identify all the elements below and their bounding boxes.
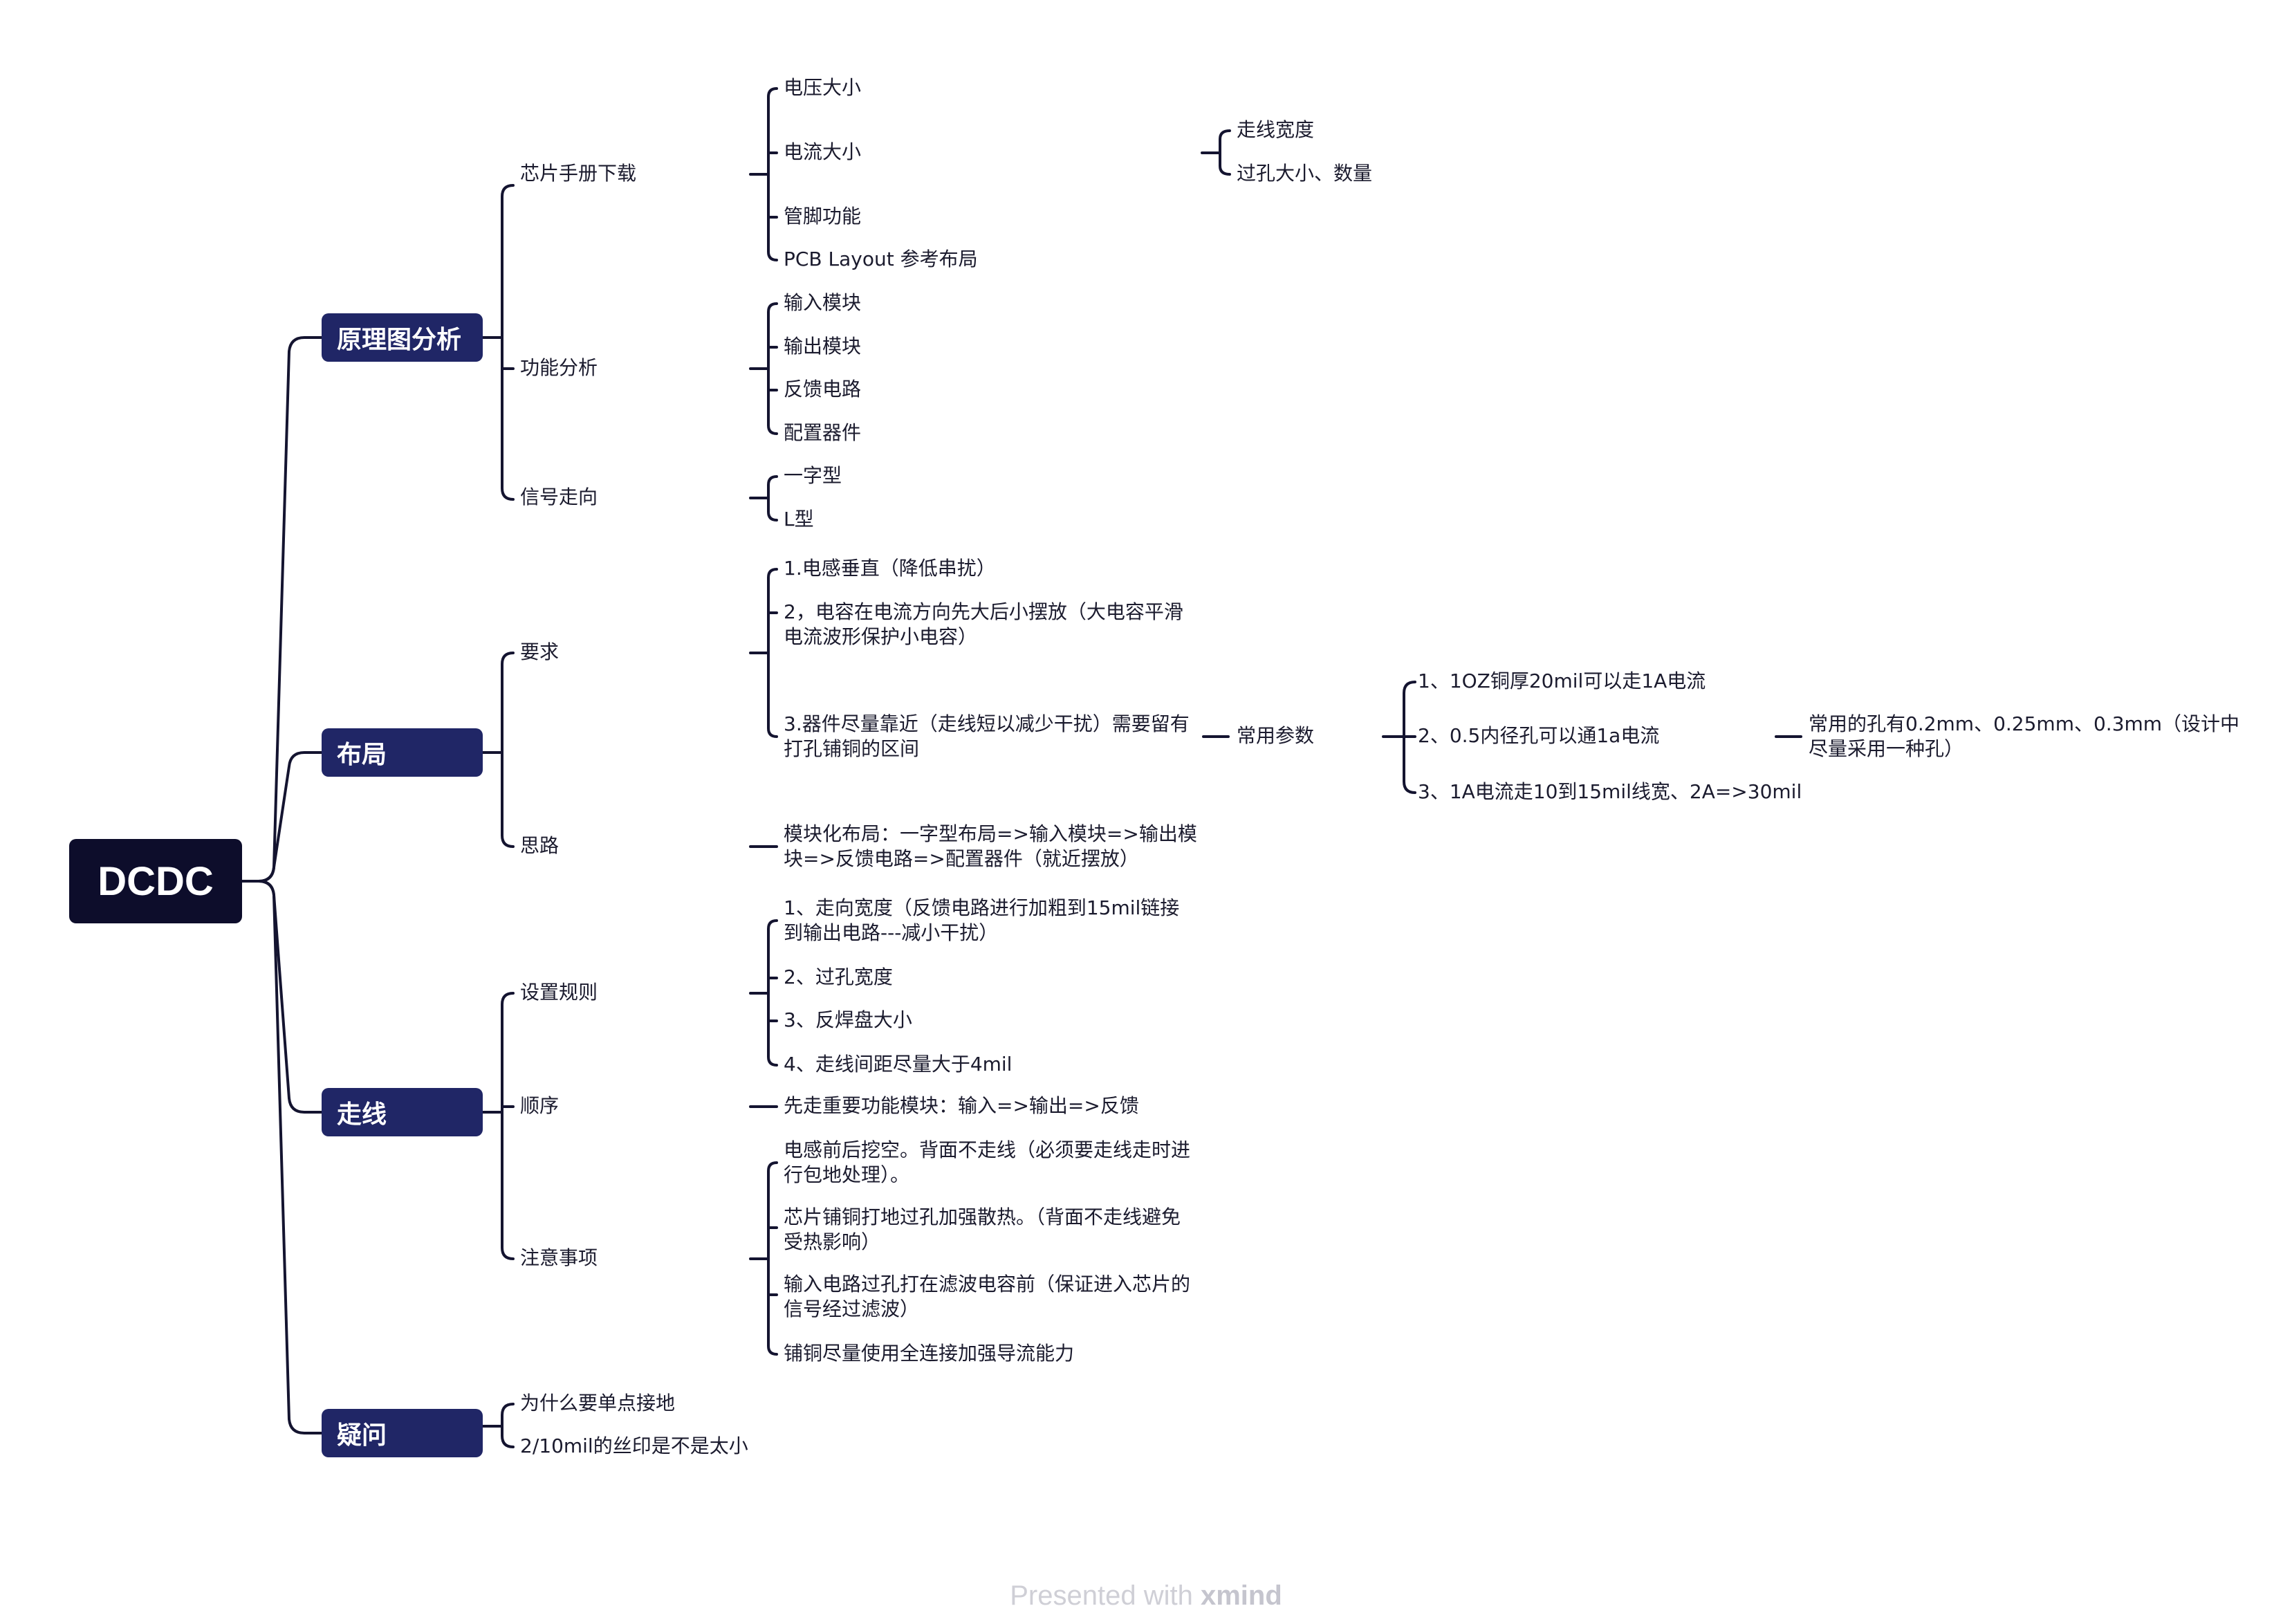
leaf-capacitor-order[interactable]: 2，电容在电流方向先大后小摆放（大电容平滑电流波形保护小电容）	[784, 600, 1183, 648]
main-topic-layout[interactable]: 布局	[322, 728, 483, 777]
leaf-trace-spacing[interactable]: 4、走线间距尽量大于4mil	[784, 1053, 1013, 1076]
leaf-inductor-vertical[interactable]: 1.电感垂直（降低串扰）	[784, 557, 996, 580]
xmind-logo: xmind	[1200, 1580, 1282, 1611]
leaf-voltage[interactable]: 电压大小	[784, 76, 862, 99]
link-central-routing	[241, 880, 323, 1114]
leaf-input-via-before-filter[interactable]: 输入电路过孔打在滤波电容前（保证进入芯片的信号经过滤波）	[784, 1273, 1191, 1320]
leaf-pcb-layout-reference[interactable]: PCB Layout 参考布局	[784, 248, 978, 270]
leaf-full-connect-copper[interactable]: 铺铜尽量使用全连接加强导流能力	[784, 1342, 1075, 1365]
leaf-param-copper[interactable]: 1、1OZ铜厚20mil可以走1A电流	[1418, 670, 1706, 692]
link-central-questions	[241, 880, 323, 1434]
link-central-layout	[241, 751, 323, 883]
leaf-l-shape[interactable]: L型	[784, 508, 814, 530]
link-schematic-subs	[481, 184, 515, 501]
subtopic-notes[interactable]: 注意事项	[520, 1246, 598, 1269]
link-req-items	[749, 568, 778, 738]
leaf-via-common-sizes[interactable]: 常用的孔有0.2mm、0.25mm、0.3mm（设计中尽量采用一种孔）	[1809, 712, 2240, 760]
leaf-pin-function[interactable]: 管脚功能	[784, 205, 862, 228]
link-signal-items	[749, 475, 778, 522]
leaf-via-size-count[interactable]: 过孔大小、数量	[1237, 162, 1373, 185]
subtopic-approach[interactable]: 思路	[520, 834, 560, 857]
main-topic-schematic[interactable]: 原理图分析	[322, 313, 483, 362]
leaf-trace-direction-width[interactable]: 1、走向宽度（反馈电路进行加粗到15mil链接到输出电路---减小干扰）	[784, 896, 1180, 944]
leaf-straight-line[interactable]: 一字型	[784, 464, 842, 487]
leaf-silkscreen-size[interactable]: 2/10mil的丝印是不是太小	[520, 1434, 748, 1457]
leaf-inductor-keepout[interactable]: 电感前后挖空。背面不走线（必须要走线走时进行包地处理）。	[784, 1138, 1191, 1186]
leaf-components-close[interactable]: 3.器件尽量靠近（走线短以减少干扰）需要留有打孔铺铜的区间	[784, 712, 1190, 760]
leaf-anti-pad[interactable]: 3、反焊盘大小	[784, 1008, 912, 1031]
leaf-config-parts[interactable]: 配置器件	[784, 421, 862, 444]
subtopic-order[interactable]: 顺序	[520, 1094, 560, 1117]
leaf-route-order[interactable]: 先走重要功能模块：输入=>输出=>反馈	[784, 1094, 1139, 1117]
leaf-via-width[interactable]: 2、过孔宽度	[784, 966, 893, 988]
link-layout-subs	[481, 652, 515, 848]
link-central-schematic	[241, 336, 323, 883]
central-topic[interactable]: DCDC	[69, 839, 242, 923]
link-current-children	[1201, 129, 1231, 176]
subtopic-requirements[interactable]: 要求	[520, 640, 560, 663]
link-params-items	[1382, 681, 1416, 794]
leaf-current[interactable]: 电流大小	[784, 140, 862, 163]
leaf-param-trace-width[interactable]: 3、1A电流走10到15mil线宽、2A=>30mil	[1418, 780, 1802, 803]
main-topic-questions[interactable]: 疑问	[322, 1409, 483, 1457]
subtopic-function-analysis[interactable]: 功能分析	[520, 356, 598, 379]
subtopic-chip-manual[interactable]: 芯片手册下载	[520, 162, 637, 185]
subtopic-common-params[interactable]: 常用参数	[1237, 724, 1315, 747]
link-questions-items	[481, 1403, 515, 1448]
leaf-chip-copper-vias[interactable]: 芯片铺铜打地过孔加强散热。（背面不走线避免受热影响）	[784, 1206, 1181, 1253]
footer-watermark: Presented with xmind	[0, 1580, 2292, 1612]
footer-prefix: Presented with	[1010, 1580, 1193, 1611]
leaf-input-module[interactable]: 输入模块	[784, 291, 862, 314]
link-notes-items	[749, 1161, 778, 1356]
main-topic-routing[interactable]: 走线	[322, 1088, 483, 1136]
link-chip-items	[749, 87, 778, 261]
link-rules-items	[749, 919, 778, 1067]
leaf-modular-layout[interactable]: 模块化布局：一字型布局=>输入模块=>输出模块=>反馈电路=>配置器件（就近摆放…	[784, 822, 1197, 870]
leaf-param-via[interactable]: 2、0.5内径孔可以通1a电流	[1418, 724, 1660, 747]
link-function-items	[749, 302, 778, 435]
leaf-single-point-ground[interactable]: 为什么要单点接地	[520, 1392, 676, 1414]
link-routing-subs	[481, 992, 515, 1260]
subtopic-set-rules[interactable]: 设置规则	[520, 981, 598, 1004]
leaf-feedback-circuit[interactable]: 反馈电路	[784, 378, 862, 400]
subtopic-signal-direction[interactable]: 信号走向	[520, 486, 598, 508]
leaf-output-module[interactable]: 输出模块	[784, 335, 862, 358]
leaf-trace-width[interactable]: 走线宽度	[1237, 118, 1315, 141]
